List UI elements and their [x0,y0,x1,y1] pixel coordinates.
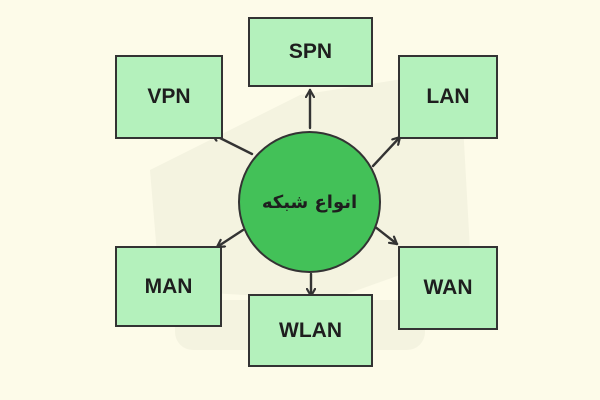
node-man: MAN [115,246,222,327]
node-lan: LAN [398,55,498,139]
node-spn: SPN [248,17,373,87]
arrow-to-man [215,228,245,249]
arrow-to-wan [372,224,399,246]
hub-network-types: انواع شبکه [238,131,381,273]
node-wlan: WLAN [248,294,373,367]
node-wan: WAN [398,246,498,330]
arrow-to-lan [371,135,402,168]
node-vpn: VPN [115,55,223,139]
